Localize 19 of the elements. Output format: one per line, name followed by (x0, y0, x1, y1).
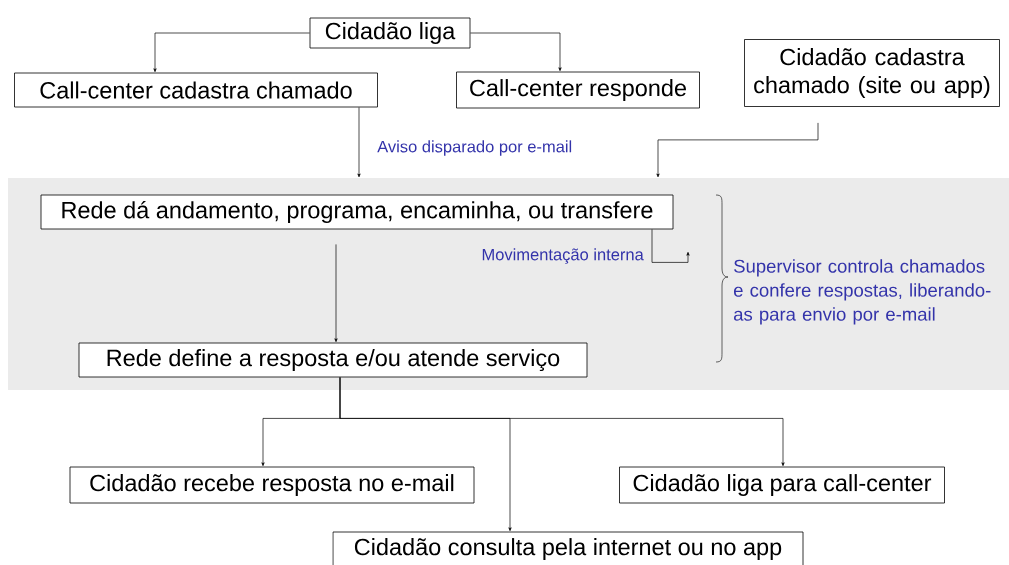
process-box: Call-center responde (456, 71, 700, 109)
edge-label: Aviso disparado por e-mail (377, 140, 572, 156)
process-box: Cidadão cadastra chamado (site ou app) (744, 39, 1000, 107)
process-box: Cidadão liga para call-center (619, 466, 945, 504)
process-box: Rede dá andamento, programa, encaminha, ou transfere (40, 194, 674, 230)
arrow (334, 244, 338, 342)
arrow (656, 122, 819, 178)
process-box: Cidadão consulta pela internet ou no app (332, 531, 804, 565)
arrow (153, 32, 310, 72)
process-box: Cidadão liga (309, 17, 471, 49)
edge-label: Movimentação interna (482, 248, 644, 264)
process-box: Rede define a resposta e/ou atende serviço (78, 342, 588, 378)
arrow (339, 377, 512, 531)
process-box: Cidadão recebe resposta no e-mail (69, 466, 475, 504)
note-text: Supervisor controla chamados e confere respostas, liberando-as para envio por e-mail (734, 259, 991, 325)
process-box: Call-center cadastra chamado (14, 72, 378, 108)
arrow (357, 107, 361, 178)
arrow (651, 229, 690, 263)
arrow (470, 32, 562, 71)
